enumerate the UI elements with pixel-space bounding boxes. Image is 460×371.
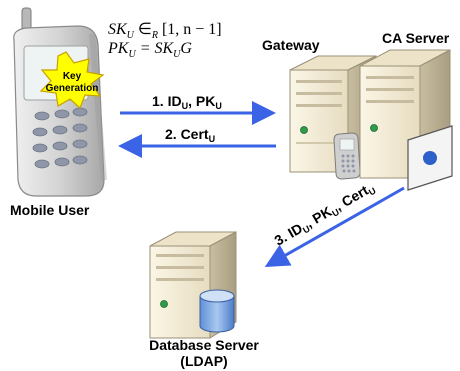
- gateway-label: Gateway: [262, 37, 320, 53]
- certificate-icon: [407, 125, 453, 191]
- burst-line1: Key: [63, 71, 82, 82]
- ca-server-label: CA Server: [382, 30, 450, 46]
- formula-line2: PKU = SKUG: [107, 40, 192, 60]
- burst-line2: Generation: [46, 83, 99, 94]
- message-2-label: 2. CertU: [165, 126, 215, 144]
- formula-line1: SKU ∈R [1, n − 1]: [108, 21, 222, 41]
- message-1-label: 1. IDU, PKU: [152, 93, 222, 111]
- ca-server-icon: [359, 49, 451, 179]
- key-formula: SKU ∈R [1, n − 1] PKU = SKUG: [107, 21, 222, 60]
- database-label-line1: Database Server: [149, 337, 259, 353]
- database-label-line2: (LDAP): [180, 353, 227, 369]
- small-phone-icon: [333, 132, 361, 180]
- arrow-3-to-database: [264, 186, 405, 267]
- mobile-user-label: Mobile User: [10, 202, 90, 218]
- ldap-database-icon: [199, 289, 235, 333]
- message-3-label: 3. IDU, PKU, CertU: [272, 179, 378, 251]
- key-generation-burst: Key Generation: [39, 51, 105, 110]
